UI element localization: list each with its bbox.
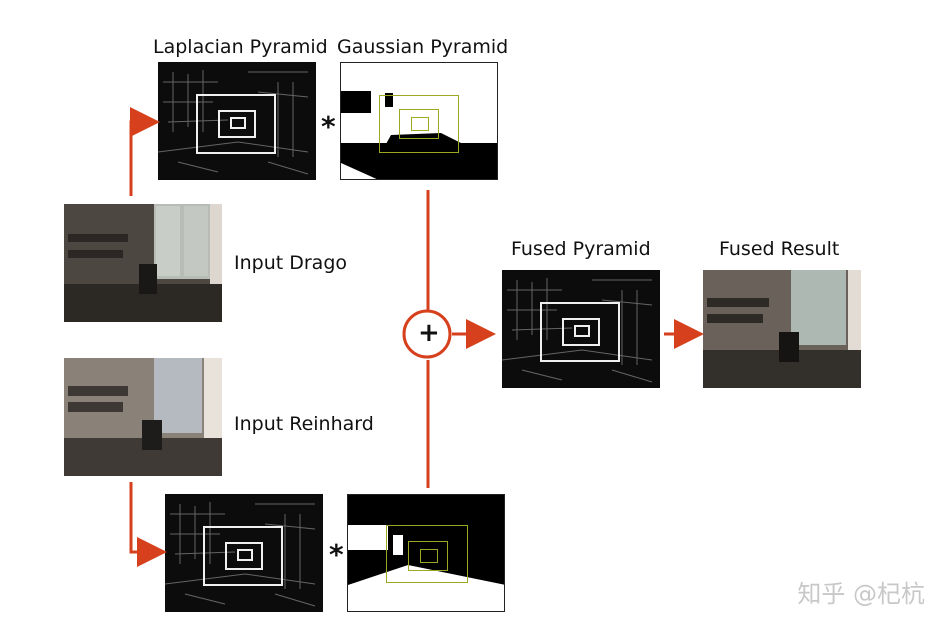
arrow-drago-to-laplacian <box>129 107 160 196</box>
laplacian-level-3-square <box>237 549 253 561</box>
fused-result-image <box>703 270 861 388</box>
plus-sign: + <box>418 318 440 348</box>
edge-texture <box>165 502 316 607</box>
input-drago-image <box>64 204 222 322</box>
watermark: 知乎 @杞杭 <box>797 580 925 608</box>
office-photo-reinhard <box>64 358 222 476</box>
laplacian-level-1-square <box>203 526 283 586</box>
arrow-reinhard-to-laplacian <box>129 482 167 567</box>
multiply-symbol-top: * <box>321 110 336 143</box>
fused-pyramid-image <box>502 270 660 388</box>
laplacian-level-2-square <box>225 542 263 570</box>
edge-texture <box>158 70 309 175</box>
fused-pyramid-label: Fused Pyramid <box>511 238 651 260</box>
multiply-symbol-bottom: * <box>329 538 344 571</box>
sum-circle <box>402 309 452 359</box>
fused-level-2-square <box>562 318 600 346</box>
gaussian-level-1-square <box>386 525 468 583</box>
input-reinhard-label: Input Reinhard <box>234 413 374 435</box>
gaussian-pyramid-label: Gaussian Pyramid <box>337 36 509 58</box>
laplacian-pyramid-top-image <box>158 62 316 180</box>
gaussian-level-2-square <box>399 109 439 139</box>
gaussian-mask <box>348 525 504 611</box>
gaussian-level-3-square <box>411 117 429 131</box>
fused-level-3-square <box>574 325 590 337</box>
gaussian-pyramid-top-image <box>340 62 498 180</box>
laplacian-level-2-square <box>218 110 256 138</box>
laplacian-pyramid-bottom-image <box>165 494 323 612</box>
edge-texture <box>502 278 653 383</box>
gaussian-level-2-square <box>408 541 448 571</box>
gaussian-level-1-square <box>379 95 459 153</box>
laplacian-level-1-square <box>196 94 276 154</box>
office-photo-drago <box>64 204 222 322</box>
laplacian-level-3-square <box>230 117 246 129</box>
office-photo-fused <box>703 270 861 388</box>
laplacian-pyramid-label: Laplacian Pyramid <box>153 36 328 58</box>
input-drago-label: Input Drago <box>234 252 348 274</box>
fused-level-1-square <box>540 302 620 362</box>
fused-result-label: Fused Result <box>719 238 840 260</box>
gaussian-pyramid-bottom-image <box>347 494 505 612</box>
input-reinhard-image <box>64 358 222 476</box>
gaussian-level-3-square <box>420 549 438 563</box>
